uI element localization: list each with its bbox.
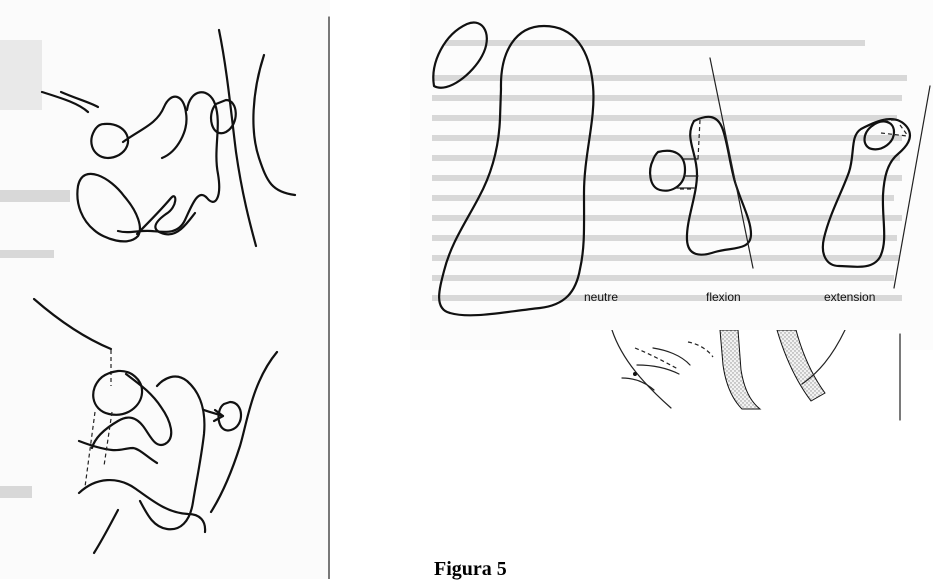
label-neutre: neutre bbox=[584, 290, 618, 304]
background-text-line bbox=[432, 275, 894, 281]
background-text-line bbox=[432, 175, 902, 181]
background-text-line bbox=[432, 195, 894, 201]
background-text-line bbox=[432, 75, 907, 81]
label-flexion: flexion bbox=[706, 290, 741, 304]
label-extension: extension bbox=[824, 290, 875, 304]
figure-caption: Figura 5 bbox=[434, 559, 507, 579]
lower-circular-diagram bbox=[570, 330, 910, 425]
background-text-line bbox=[432, 235, 897, 241]
left-background-text-block bbox=[0, 40, 42, 110]
background-text-line bbox=[432, 155, 900, 161]
background-text-line bbox=[432, 95, 902, 101]
background-text-line bbox=[432, 255, 900, 261]
right-sketch-svg: neutre flexion extension bbox=[410, 0, 933, 350]
lower-circle-svg bbox=[570, 330, 910, 425]
background-text-line bbox=[445, 40, 865, 46]
left-background-line bbox=[0, 190, 70, 202]
left-radiograph-sketches bbox=[0, 0, 330, 579]
background-text-line bbox=[432, 135, 902, 141]
right-diagram-panel: neutre flexion extension bbox=[410, 0, 933, 350]
left-background-line bbox=[0, 486, 32, 498]
left-sketch-svg bbox=[0, 0, 330, 579]
background-text-line bbox=[432, 115, 897, 121]
left-background bbox=[0, 0, 330, 579]
lower-dot bbox=[633, 372, 637, 376]
left-background-line bbox=[0, 250, 54, 258]
